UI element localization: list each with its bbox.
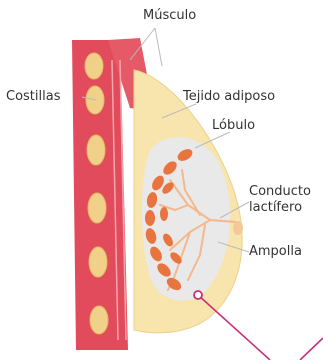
rib: [87, 135, 105, 165]
label-lactiferous-duct-line1: Conducto: [249, 184, 311, 200]
label-adipose-tissue: Tejido adiposo: [183, 89, 275, 105]
rib: [90, 306, 108, 334]
label-lactiferous-duct: Conducto lactífero: [249, 184, 311, 216]
rib: [88, 193, 106, 223]
label-ribs: Costillas: [6, 89, 60, 105]
rib: [89, 247, 107, 277]
nipple-area: [233, 221, 243, 235]
label-ampulla: Ampolla: [249, 244, 302, 260]
lobule: [160, 207, 168, 221]
label-lactiferous-duct-line2: lactífero: [249, 200, 311, 216]
callout-edge-line: [300, 338, 323, 360]
label-lobule: Lóbulo: [212, 118, 255, 134]
rib: [85, 53, 103, 79]
callout-pointer-dot: [194, 291, 202, 299]
callout-pointer-line: [198, 295, 270, 360]
lobule: [145, 210, 155, 226]
label-muscle: Músculo: [143, 8, 196, 24]
